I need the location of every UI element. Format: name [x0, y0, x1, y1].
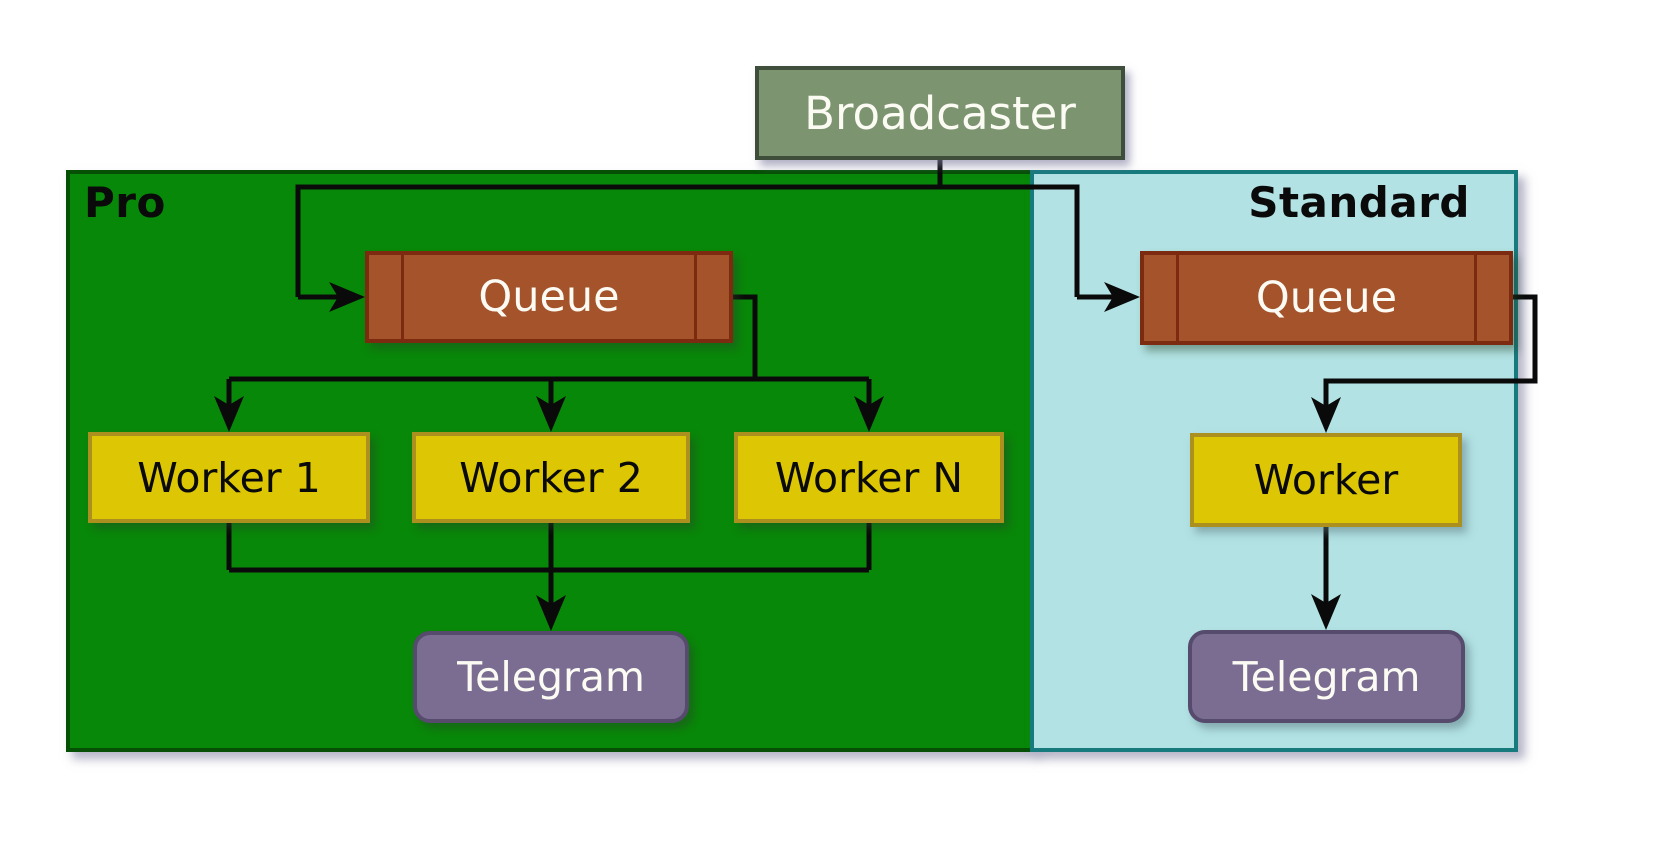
standard-worker-label: Worker	[1253, 456, 1399, 504]
standard-section-label: Standard	[1248, 178, 1470, 227]
pro-queue-label: Queue	[478, 272, 620, 322]
worker-1-node: Worker 1	[88, 432, 370, 523]
queue-segment-divider-right	[694, 255, 697, 339]
pro-section-label: Pro	[84, 178, 166, 227]
worker-n-node: Worker N	[734, 432, 1004, 523]
queue-segment-divider-right	[1474, 255, 1477, 341]
standard-telegram-node: Telegram	[1188, 630, 1465, 723]
worker-2-label: Worker 2	[459, 453, 643, 502]
worker-1-label: Worker 1	[137, 453, 321, 502]
standard-queue-node: Queue	[1140, 251, 1513, 345]
standard-queue-label: Queue	[1255, 273, 1398, 323]
pro-telegram-node: Telegram	[413, 631, 689, 723]
pro-queue-node: Queue	[365, 251, 733, 343]
standard-worker-node: Worker	[1190, 433, 1462, 527]
pro-telegram-label: Telegram	[457, 653, 645, 701]
standard-telegram-label: Telegram	[1232, 652, 1421, 701]
worker-2-node: Worker 2	[412, 432, 690, 523]
queue-segment-divider-left	[401, 255, 404, 339]
broadcaster-label: Broadcaster	[804, 86, 1076, 140]
worker-n-label: Worker N	[774, 453, 964, 502]
broadcaster-node: Broadcaster	[755, 66, 1125, 160]
queue-segment-divider-left	[1176, 255, 1179, 341]
